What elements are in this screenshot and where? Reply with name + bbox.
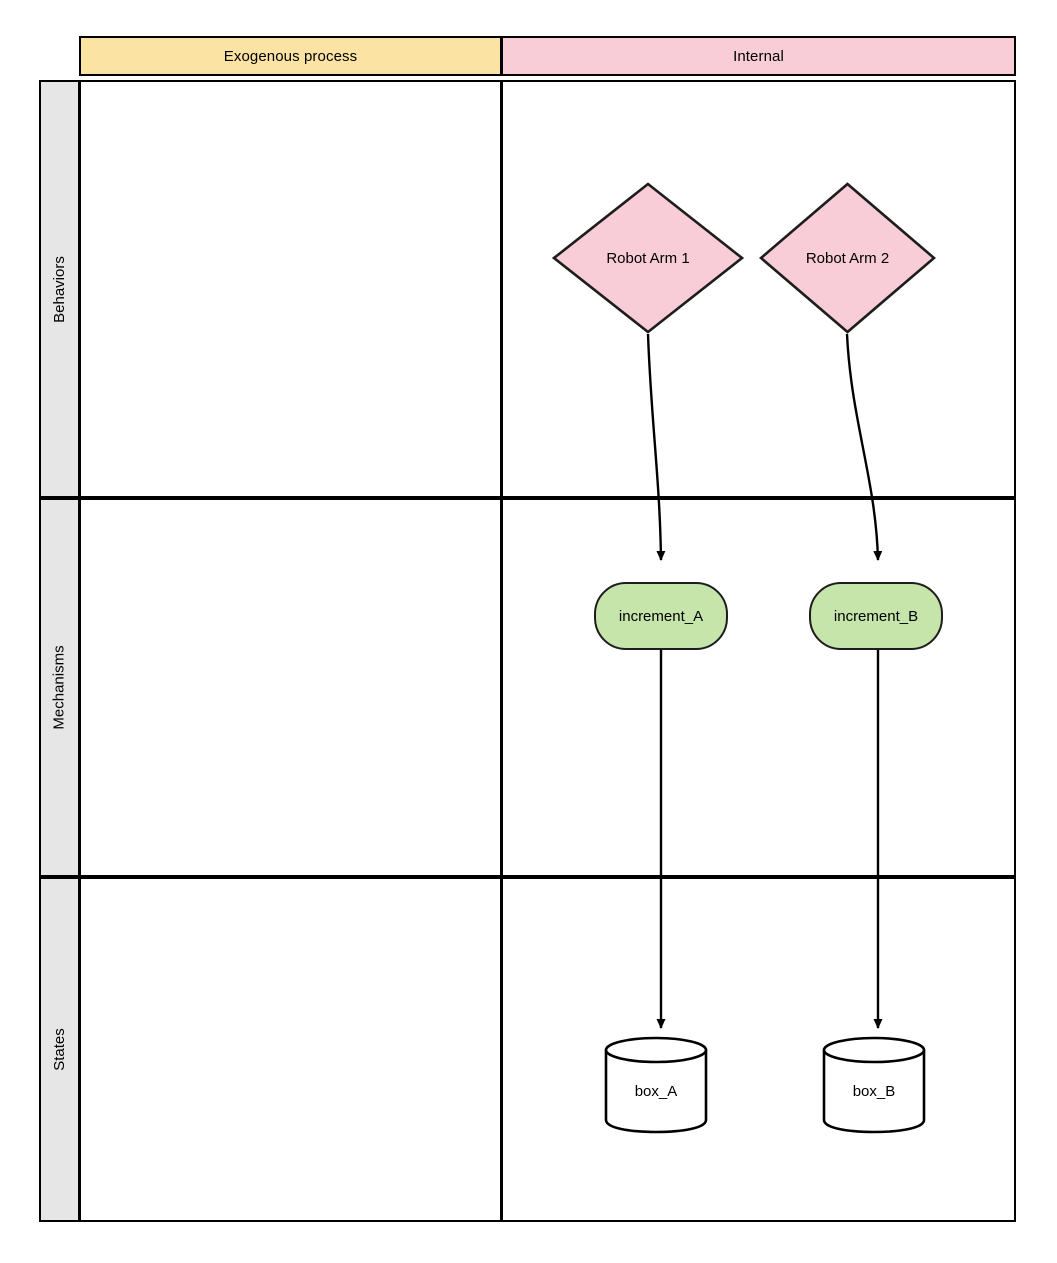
node-robot-arm-1[interactable] <box>552 182 744 334</box>
box-b-cylinder-body <box>822 1048 926 1134</box>
box-a-cylinder-top <box>604 1036 708 1064</box>
column-header-exogenous-label: Exogenous process <box>223 47 358 65</box>
box-a-cylinder-body <box>604 1048 708 1134</box>
node-increment-a[interactable] <box>594 582 728 650</box>
node-box-b[interactable] <box>822 1036 926 1134</box>
edge-robot-arm-1-to-increment-a <box>646 333 666 561</box>
robot-arm-1-diamond-shape <box>552 182 744 334</box>
node-box-a[interactable] <box>604 1036 708 1134</box>
node-increment-b[interactable] <box>809 582 943 650</box>
row-label-mechanisms[interactable]: Mechanisms <box>39 498 80 877</box>
column-header-internal-label: Internal <box>733 47 784 65</box>
cell-behaviors-exogenous <box>79 80 502 498</box>
robot-arm-2-diamond-shape <box>759 182 936 334</box>
edge-robot-arm-2-to-increment-b <box>845 333 883 561</box>
cell-mechanisms-internal <box>501 498 1016 877</box>
box-b-cylinder-top <box>822 1036 926 1064</box>
cell-states-exogenous <box>79 877 502 1222</box>
column-header-internal[interactable]: Internal <box>501 36 1016 76</box>
cell-mechanisms-exogenous <box>79 498 502 877</box>
row-label-behaviors[interactable]: Behaviors <box>39 80 80 498</box>
node-robot-arm-2[interactable] <box>759 182 936 334</box>
column-header-exogenous[interactable]: Exogenous process <box>79 36 502 76</box>
cell-behaviors-internal <box>501 80 1016 498</box>
cell-states-internal <box>501 877 1016 1222</box>
